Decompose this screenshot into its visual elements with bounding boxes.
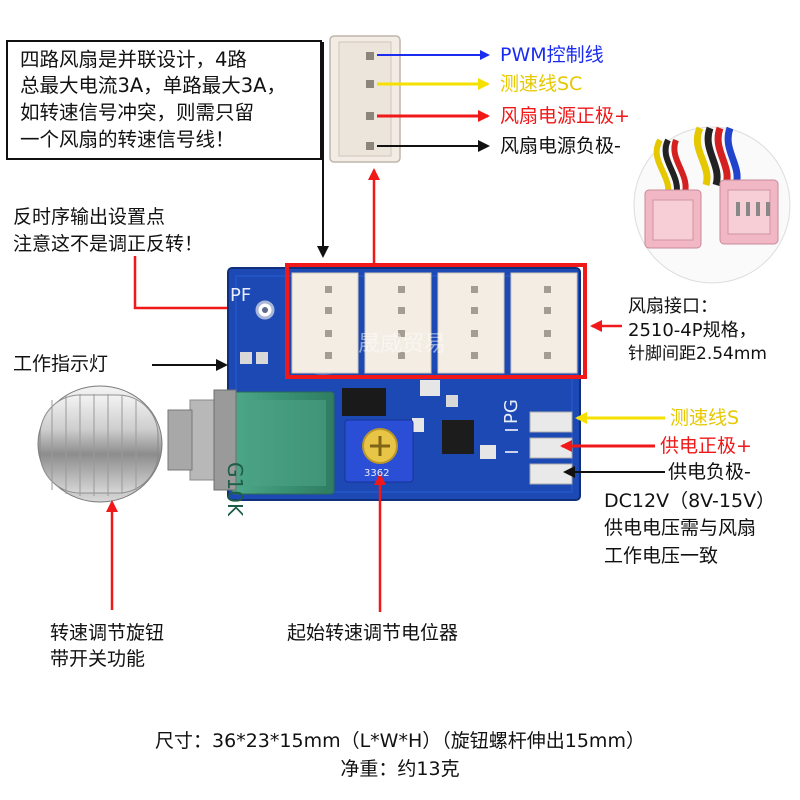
- label-positive: 风扇电源正极+: [500, 105, 630, 127]
- pf-mark: PF: [230, 285, 252, 306]
- trimmer-code: 3362: [364, 468, 390, 479]
- note-box: 四路风扇是并联设计，4路 总最大电流3A，单路最大3A， 如转速信号冲突，则需只…: [6, 40, 322, 160]
- label-power-positive: 供电正极+: [660, 435, 752, 457]
- note-line-3: 如转速信号冲突，则需只留: [20, 101, 255, 124]
- note-line-4: 一个风扇的转速信号线！: [20, 128, 235, 151]
- cable-photo: [633, 126, 791, 284]
- reverse-note-1: 反时序输出设置点: [13, 206, 166, 228]
- weight-spec: 净重：约13克: [340, 758, 460, 780]
- size-spec: 尺寸：36*23*15mm（L*W*H）（旋钮螺杆伸出15mm）: [155, 730, 645, 752]
- label-speed: 测速线SC: [500, 73, 583, 95]
- knob-label-2: 带开关功能: [50, 648, 146, 670]
- top-connector: [329, 35, 401, 163]
- reverse-note-2: 注意这不是调正反转！: [13, 233, 204, 255]
- fan-ports-highlight: [285, 263, 587, 379]
- voltage-line-2: 供电电压需与风扇: [604, 517, 757, 539]
- fan-port-line-1: 风扇接口：: [628, 296, 718, 317]
- potentiometer: [231, 391, 335, 495]
- knob: [37, 385, 237, 503]
- label-negative: 风扇电源负极-: [500, 135, 621, 157]
- note-line-2: 总最大电流3A，单路最大3A，: [20, 74, 286, 97]
- fan-port-line-2: 2510-4P规格，: [628, 320, 757, 341]
- label-power-speed: 测速线S: [670, 407, 740, 429]
- trimmer-potentiometer: [344, 419, 414, 483]
- fan-port-line-3: 针脚间距2.54mm: [628, 344, 767, 364]
- pot-label: G10K: [223, 462, 247, 517]
- knob-label-1: 转速调节旋钮: [50, 622, 165, 644]
- indicator-label: 工作指示灯: [13, 353, 109, 375]
- trimmer-label: 起始转速调节电位器: [287, 622, 459, 644]
- note-line-1: 四路风扇是并联设计，4路: [20, 48, 247, 71]
- voltage-line-3: 工作电压一致: [604, 545, 719, 567]
- fan-headers: [291, 272, 578, 374]
- voltage-line-1: DC12V（8V-15V）: [604, 490, 776, 512]
- label-pwm: PWM控制线: [500, 44, 604, 66]
- arrow-reverse-point: [133, 256, 254, 314]
- pg-mark: PG: [501, 399, 522, 424]
- watermark: 晟威贸易: [358, 332, 447, 357]
- label-power-negative: 供电负极-: [668, 461, 751, 483]
